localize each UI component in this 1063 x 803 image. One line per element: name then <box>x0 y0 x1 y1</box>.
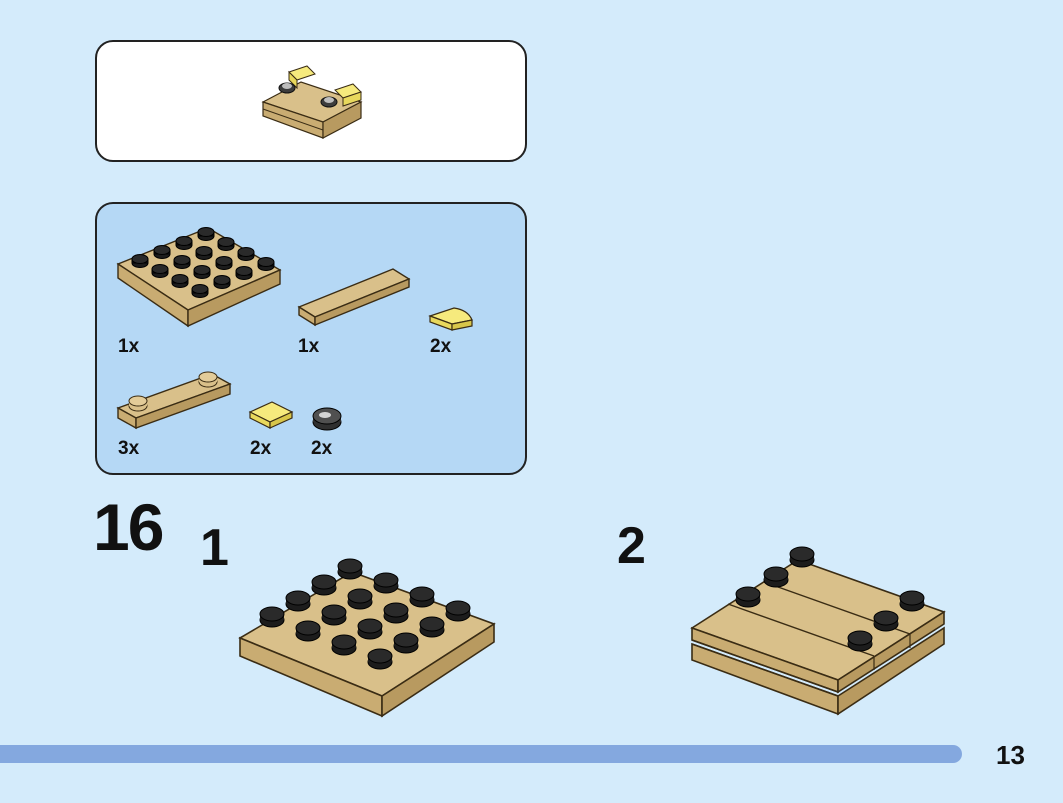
dark-gray-round-tile-icon <box>312 407 342 431</box>
quantity-label: 2x <box>250 438 272 459</box>
tan-plate-4x4-icon <box>116 227 282 328</box>
quantity-label: 1x <box>118 336 140 357</box>
finished-assembly-preview-icon <box>261 65 363 139</box>
yellow-tile-1x1-icon <box>248 401 294 429</box>
step-number: 16 <box>93 490 164 564</box>
quantity-label: 2x <box>430 336 452 357</box>
substep-1-plate-4x4-illustration <box>238 558 496 718</box>
quantity-label: 3x <box>118 438 140 459</box>
progress-bar <box>0 745 962 763</box>
quantity-label: 2x <box>311 438 333 459</box>
tan-tile-1x4-icon <box>297 268 411 327</box>
page-number: 13 <box>996 740 1025 770</box>
yellow-quarter-tile-icon <box>428 307 473 331</box>
substep-number: 1 <box>200 519 229 577</box>
tan-plate-1x4-icon <box>116 371 232 430</box>
quantity-label: 1x <box>298 336 320 357</box>
substep-number: 2 <box>617 517 646 575</box>
substep-2-stacked-plates-illustration <box>690 546 946 716</box>
